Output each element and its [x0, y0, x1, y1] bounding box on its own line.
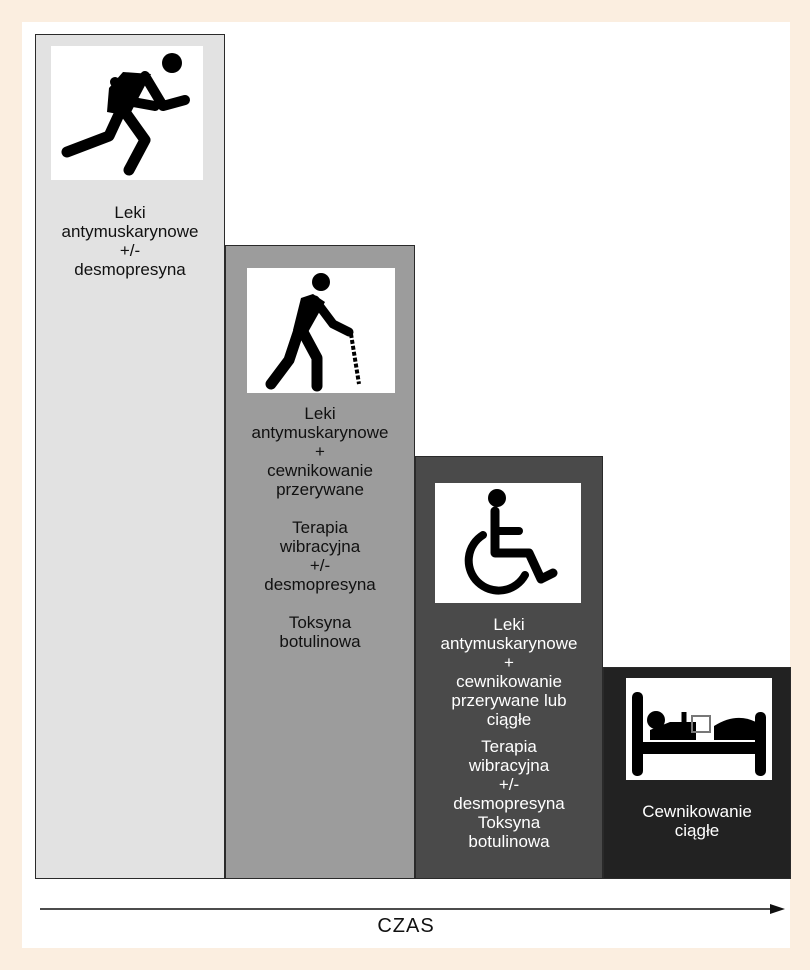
text-line: antymuskarynowe	[440, 634, 578, 653]
stage-1-column: Leki antymuskarynowe +/- desmopresyna	[35, 34, 225, 879]
text-line: cewnikowanie	[456, 672, 562, 691]
text-line: Leki	[114, 203, 146, 222]
text-line: Leki	[493, 615, 525, 634]
text-line: +/-	[309, 556, 331, 575]
stage-4-column: Cewnikowanie ciągłe	[603, 667, 791, 879]
stage-1-text: Leki antymuskarynowe +/- desmopresyna	[36, 203, 224, 279]
time-axis-arrow	[40, 902, 785, 916]
text-line: przerywane	[276, 480, 364, 499]
text-line: desmopresyna	[74, 260, 186, 279]
text-line: wibracyjna	[468, 756, 550, 775]
text-line: +	[504, 653, 514, 672]
text-line: Cewnikowanie	[642, 802, 752, 821]
text-line: desmopresyna	[264, 575, 376, 594]
text-line: cewnikowanie	[267, 461, 373, 480]
text-line: botulinowa	[279, 632, 361, 651]
stage-2-text: Leki antymuskarynowe + cewnikowanie prze…	[226, 404, 414, 651]
stage-3-column: Leki antymuskarynowe + cewnikowanie prze…	[415, 456, 603, 879]
stage-3-text: Leki antymuskarynowe + cewnikowanie prze…	[416, 615, 602, 851]
text-line: +/-	[119, 241, 141, 260]
text-gap	[416, 729, 602, 737]
walking-with-cane-icon	[247, 268, 395, 393]
stage-2-column: Leki antymuskarynowe + cewnikowanie prze…	[225, 245, 415, 879]
text-line: Toksyna	[477, 813, 541, 832]
text-line: ciągłe	[486, 710, 532, 729]
text-line: botulinowa	[468, 832, 550, 851]
text-line: wibracyjna	[279, 537, 361, 556]
text-line: antymuskarynowe	[61, 222, 199, 241]
stage-4-text: Cewnikowanie ciągłe	[604, 802, 790, 840]
text-line: Leki	[304, 404, 336, 423]
running-person-icon	[51, 46, 203, 180]
text-line: +	[315, 442, 325, 461]
text-line: antymuskarynowe	[251, 423, 389, 442]
time-axis-label: CZAS	[377, 915, 435, 937]
text-line: Terapia	[481, 737, 537, 756]
text-line: Terapia	[292, 518, 348, 537]
bedridden-person-icon	[626, 678, 772, 780]
text-line: przerywane lub	[451, 691, 567, 710]
text-line: Toksyna	[288, 613, 352, 632]
diagram-panel: Leki antymuskarynowe +/- desmopresyna Le…	[22, 22, 791, 948]
text-line: +/-	[498, 775, 520, 794]
text-line: desmopresyna	[453, 794, 565, 813]
text-gap	[226, 499, 414, 518]
wheelchair-icon	[435, 483, 581, 603]
text-line: ciągłe	[674, 821, 720, 840]
text-gap	[226, 594, 414, 613]
